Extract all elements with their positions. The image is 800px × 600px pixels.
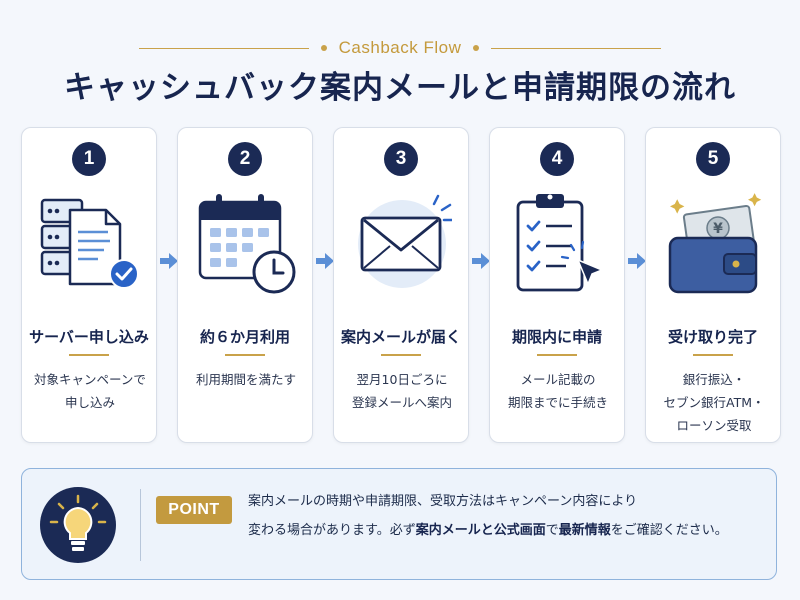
header-subtitle-row: Cashback Flow xyxy=(0,38,800,58)
envelope-icon xyxy=(358,194,452,288)
page-title: キャッシュバック案内メールと申請期限の流れ xyxy=(64,70,736,106)
step-desc-2: 利用期間を満たす xyxy=(195,372,296,387)
point-line-2: 変わる場合があります。必ず案内メールと公式画面で最新情報をご確認ください。 xyxy=(248,516,768,545)
step-desc-5: 銀行振込・ セブン銀行ATM・ ローソン受取 xyxy=(663,372,765,433)
point-text: 案内メールの時期や申請期限、受取方法はキャンペーン内容により 変わる場合がありま… xyxy=(248,487,768,545)
step-rule-3 xyxy=(381,354,421,356)
point-badge: POINT xyxy=(156,496,232,524)
step-card-3: 3 案内メールが届く 翌月10日ごろに 登録メールへ案内 xyxy=(333,127,469,443)
point-line-2-post: をご確認ください。 xyxy=(610,523,728,538)
point-highlight-official: 公式画面 xyxy=(493,523,546,538)
header-left-rule xyxy=(138,47,309,49)
step-number-2: 2 xyxy=(228,142,262,176)
step-desc-3: 翌月10日ごろに 登録メールへ案内 xyxy=(351,372,452,410)
header-subtitle: Cashback Flow xyxy=(338,38,462,57)
step-rule-5 xyxy=(693,354,733,356)
header-right-dot xyxy=(473,45,480,51)
lightbulb-icon xyxy=(40,487,116,563)
calendar-clock-icon xyxy=(198,194,296,294)
server-document-check-icon xyxy=(40,198,139,289)
step-number-1: 1 xyxy=(72,142,106,176)
clipboard-checklist-cursor-icon xyxy=(516,194,603,292)
step-number-3: 3 xyxy=(384,142,418,176)
step-rule-2 xyxy=(225,354,265,356)
steps-flow: 1 サーバー申し込み 対象キャンペーンで 申し込み 2 xyxy=(21,127,781,445)
point-line-2-pre: 変わる場合があります。必ず xyxy=(248,523,416,538)
step-desc-4: メール記載の 期限までに手続き xyxy=(507,372,608,410)
step-rule-4 xyxy=(537,354,577,356)
step-card-1: 1 サーバー申し込み 対象キャンペーンで 申し込み xyxy=(21,127,157,443)
svg-text:¥: ¥ xyxy=(713,221,723,237)
step-title-2: 約６か月利用 xyxy=(199,328,290,346)
arrow-right-icon xyxy=(472,253,490,269)
step-desc-1: 対象キャンペーンで 申し込み xyxy=(34,372,146,410)
point-highlight-mail: 案内メール xyxy=(415,523,481,538)
point-divider xyxy=(140,489,141,561)
arrow-right-icon xyxy=(316,253,334,269)
step-number-5: 5 xyxy=(696,142,730,176)
point-callout: POINT 案内メールの時期や申請期限、受取方法はキャンペーン内容により 変わる… xyxy=(21,468,777,580)
point-line-2-mid2: で xyxy=(545,523,559,538)
step-title-5: 受け取り完了 xyxy=(667,328,758,346)
arrow-right-icon xyxy=(160,253,178,269)
point-line-1: 案内メールの時期や申請期限、受取方法はキャンペーン内容により xyxy=(248,494,638,509)
step-title-3: 案内メールが届く xyxy=(340,328,461,346)
arrow-right-icon xyxy=(628,253,646,269)
step-card-5: 5 ¥ 受け取り完了 銀行振込・ セブン銀行ATM・ ローソン受取 xyxy=(645,127,781,443)
point-line-2-mid: と xyxy=(480,523,494,538)
wallet-banknote-icon: ¥ xyxy=(668,193,762,294)
header-left-dot xyxy=(320,45,327,51)
step-rule-1 xyxy=(69,354,109,356)
step-title-1: サーバー申し込み xyxy=(29,328,149,346)
step-card-2: 2 約６か月利用 利用期間を満たす xyxy=(177,127,313,443)
step-card-4: 4 期限内に申請 メール記載の 期限までに手続き xyxy=(489,127,625,443)
step-number-4: 4 xyxy=(540,142,574,176)
step-title-4: 期限内に申請 xyxy=(511,328,602,346)
point-highlight-latest: 最新情報 xyxy=(558,523,611,538)
header-right-rule xyxy=(491,47,662,49)
